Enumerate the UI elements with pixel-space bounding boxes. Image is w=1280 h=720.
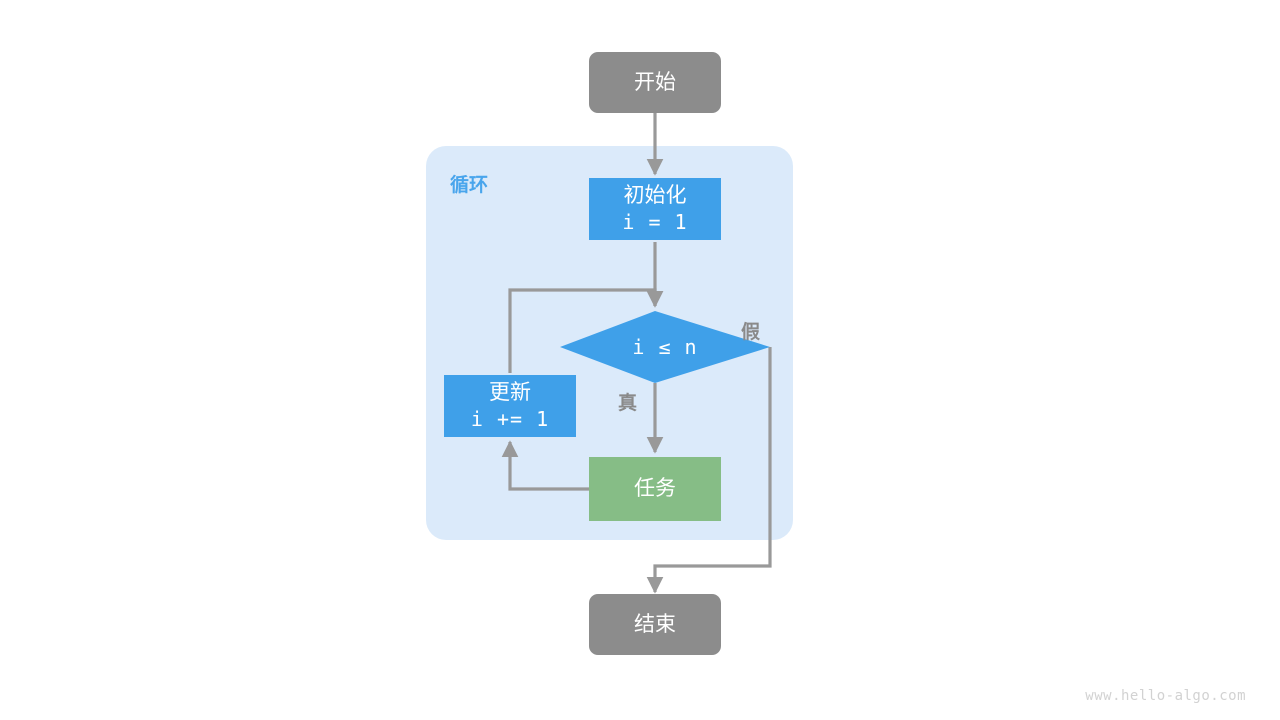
watermark: www.hello-algo.com [1085,688,1246,704]
node-update[interactable] [444,375,576,437]
node-init[interactable] [589,178,721,240]
edge-label-true: 真 [618,393,638,414]
edge-condition-false-to-end [646,347,772,594]
node-condition[interactable] [560,311,770,383]
edge-label-false: 假 [741,322,761,343]
edge-update-to-condition [508,288,664,373]
node-start[interactable] [589,52,721,113]
edge-task-to-update [501,440,589,491]
node-end[interactable] [589,594,721,655]
loop-group-label: 循环 [450,175,489,196]
node-task[interactable] [589,457,721,521]
